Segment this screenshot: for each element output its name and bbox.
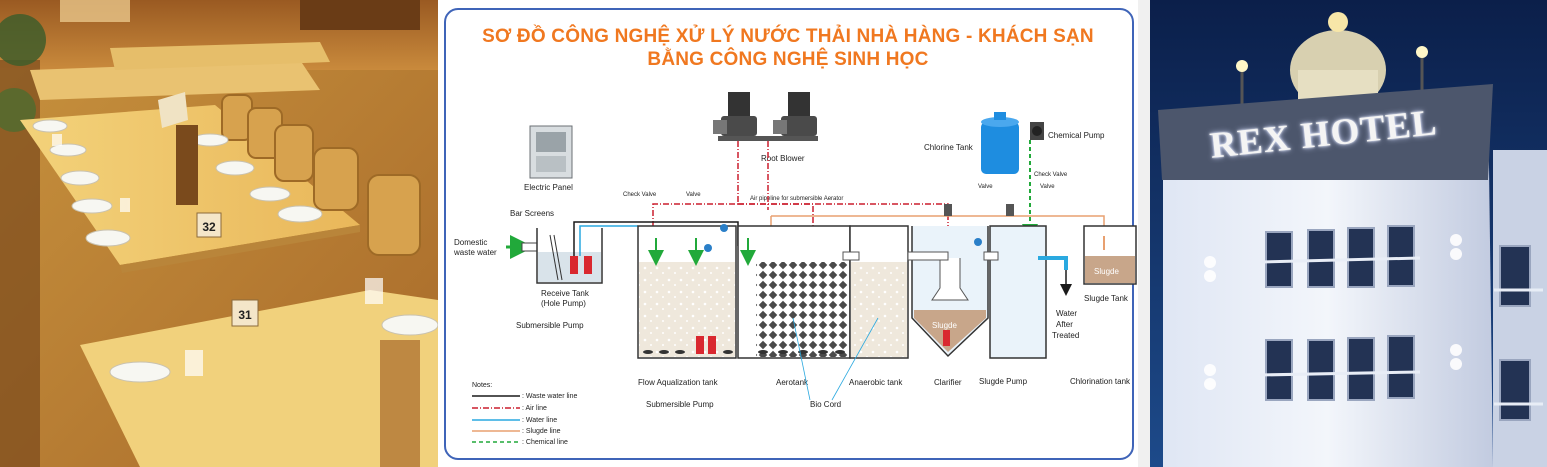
table-number-31: 31 [238,308,252,322]
hotel-illustration [1138,0,1547,467]
chemical-pump [1030,122,1044,140]
clarifier-label: Clarifier [934,378,962,387]
bio-cord-label: Bio Cord [810,400,841,409]
chlorine-tank-label: Chlorine Tank [924,143,974,152]
water-after-label-1: Water [1056,309,1077,318]
chemical-pump-label: Chemical Pump [1048,131,1105,140]
anaerobic-tank-label: Anaerobic tank [849,378,903,387]
legend-chemical: : Chemical line [522,439,568,446]
electric-panel [529,125,573,179]
water-line [579,225,638,256]
restaurant-illustration: 32 31 [0,0,438,467]
anaerobic-tank [842,225,909,359]
valve-right-label-b: Valve [1040,184,1055,190]
submersible-pump-label: Submersible Pump [516,321,584,330]
water-after-label-3: Treated [1052,331,1079,340]
clarifier [907,226,989,358]
valve-label: Valve [686,192,701,198]
valve-right-label: Valve [978,184,993,190]
table-number-card: 31 [231,299,259,327]
root-blower [713,92,818,141]
chlorine-tank [981,112,1019,174]
flow-tank-label: Flow Aqualization tank [638,378,719,387]
legend-waste-water: : Waste water line [522,393,577,400]
bar-screens-label: Bar Screens [510,209,554,218]
table-number-card: 32 [196,212,222,238]
sludge-tank [1083,225,1137,285]
diagram-subtitle: BẰNG CÔNG NGHỆ SINH HỌC [647,49,929,70]
electric-panel-label: Electric Panel [524,183,573,192]
aerotank-label: Aerotank [776,378,809,387]
air-pipeline-label: Air pipeline for submersible Aerator [750,196,843,202]
hotel-photo: REX HOTEL [1138,0,1547,467]
valve-icon [944,204,1014,216]
chlorination-tank-label: Chlorination tank [1070,377,1131,386]
legend-water: : Water line [522,417,557,424]
domestic-waste-label-2: waste water [453,248,497,257]
legend-title: Notes: [472,382,492,389]
process-diagram: Root Blower Electric Panel Chlorine Tank… [453,92,1137,446]
sludge-pump-label: Slugde Pump [979,377,1028,386]
table-number-32: 32 [202,220,216,234]
domestic-waste-label-1: Domestic [454,238,487,247]
chlorination-tank [974,225,1072,359]
root-blower-label: Root Blower [761,154,805,163]
legend-sludge: : Slugde line [522,428,561,435]
check-valve-label: Check Valve [623,192,657,198]
restaurant-photo: 32 31 [0,0,438,467]
receive-tank [536,228,603,284]
check-valve-right-label: Check Valve [1034,172,1068,178]
sludge-tank-label: Slugde Tank [1084,294,1129,303]
receive-tank-label-2: (Hole Pump) [541,299,586,308]
process-diagram-panel: SƠ ĐỒ CÔNG NGHỆ XỬ LÝ NƯỚC THẢI NHÀ HÀNG… [438,0,1138,467]
legend-air: : Air line [522,405,547,412]
diagram-title: SƠ ĐỒ CÔNG NGHỆ XỬ LÝ NƯỚC THẢI NHÀ HÀNG… [482,26,1094,47]
submersible-pump-label-2: Submersible Pump [646,400,714,409]
aerotank [737,225,851,359]
water-after-label-2: After [1056,320,1073,329]
legend: Notes: : Waste water line : Air line : W… [472,382,577,446]
clarifier-sludge-label: Slugde [932,321,957,330]
receive-tank-label-1: Receive Tank [541,289,590,298]
flow-equalization-tank [637,224,737,359]
sludge-tank-inner-label: Slugde [1094,267,1119,276]
